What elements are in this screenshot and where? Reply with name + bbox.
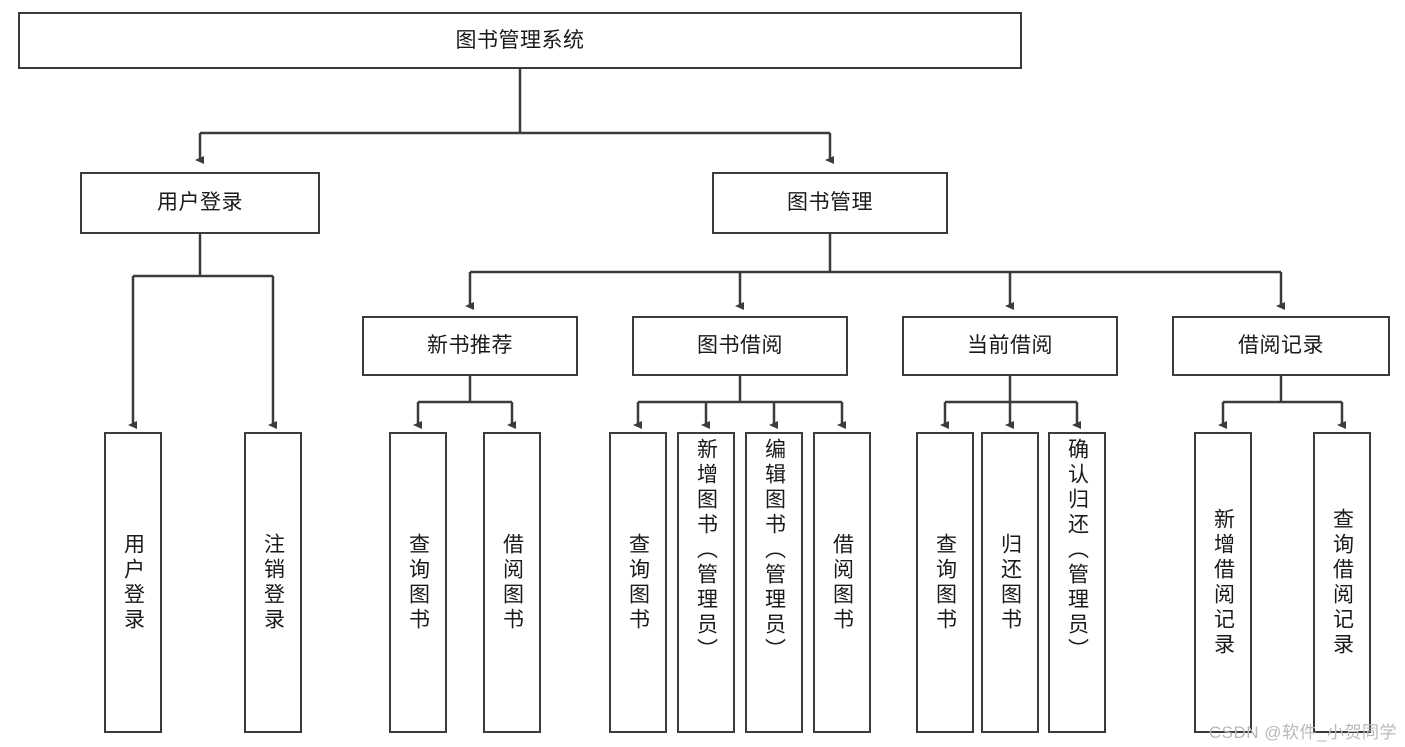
leaf-borrow-add-book-admin[interactable]: 新增图书（管理员）	[677, 432, 735, 733]
node-user-login[interactable]: 用户登录	[80, 172, 320, 234]
node-label: 编辑图书（管理员）	[762, 438, 786, 663]
node-book-management[interactable]: 图书管理	[712, 172, 948, 234]
node-label: 查询借阅记录	[1330, 507, 1354, 658]
node-label: 借阅图书	[830, 532, 854, 633]
node-label: 归还图书	[998, 532, 1022, 633]
node-label: 当前借阅	[967, 334, 1053, 358]
leaf-current-confirm-return-admin[interactable]: 确认归还（管理员）	[1048, 432, 1106, 733]
node-label: 图书管理	[787, 191, 873, 215]
leaf-borrow-query-book[interactable]: 查询图书	[609, 432, 667, 733]
node-label: 查询图书	[933, 532, 957, 633]
leaf-borrow-borrow-book[interactable]: 借阅图书	[813, 432, 871, 733]
node-label: 用户登录	[157, 191, 243, 215]
node-label: 借阅图书	[500, 532, 524, 633]
leaf-current-query-book[interactable]: 查询图书	[916, 432, 974, 733]
leaf-record-add-record[interactable]: 新增借阅记录	[1194, 432, 1252, 733]
node-label: 确认归还（管理员）	[1065, 438, 1089, 663]
node-current-borrow[interactable]: 当前借阅	[902, 316, 1118, 376]
leaf-borrow-edit-book-admin[interactable]: 编辑图书（管理员）	[745, 432, 803, 733]
leaf-record-query-record[interactable]: 查询借阅记录	[1313, 432, 1371, 733]
leaf-newbook-query-book[interactable]: 查询图书	[389, 432, 447, 733]
node-new-book-recommend[interactable]: 新书推荐	[362, 316, 578, 376]
node-label: 新书推荐	[427, 334, 513, 358]
node-root[interactable]: 图书管理系统	[18, 12, 1022, 69]
node-label: 注销登录	[261, 532, 285, 633]
node-label: 查询图书	[626, 532, 650, 633]
node-borrow-record[interactable]: 借阅记录	[1172, 316, 1390, 376]
node-label: 图书管理系统	[455, 28, 585, 52]
leaf-logout[interactable]: 注销登录	[244, 432, 302, 733]
node-label: 新增图书（管理员）	[694, 438, 718, 663]
node-book-borrow[interactable]: 图书借阅	[632, 316, 848, 376]
node-label: 新增借阅记录	[1211, 507, 1235, 658]
leaf-current-return-book[interactable]: 归还图书	[981, 432, 1039, 733]
node-label: 图书借阅	[697, 334, 783, 358]
node-label: 用户登录	[121, 532, 145, 633]
leaf-user-login[interactable]: 用户登录	[104, 432, 162, 733]
node-label: 借阅记录	[1238, 334, 1324, 358]
node-label: 查询图书	[406, 532, 430, 633]
leaf-newbook-borrow-book[interactable]: 借阅图书	[483, 432, 541, 733]
